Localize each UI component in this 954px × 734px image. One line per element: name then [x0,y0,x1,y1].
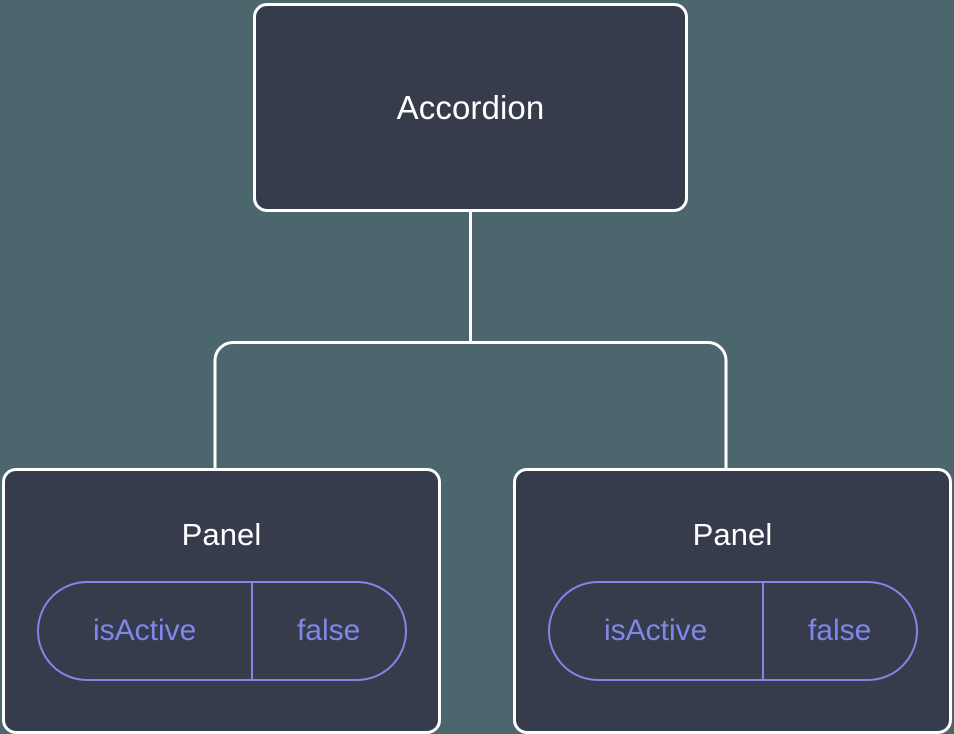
node-accordion-label: Accordion [396,89,545,126]
node-accordion[interactable]: Accordion [253,3,688,212]
connector-bus-to-right-panel [470,341,728,470]
state-value-panel-1: false [296,614,361,647]
connector-bus-to-left-panel [213,341,471,470]
state-value-panel-2: false [807,614,872,647]
node-panel-1[interactable]: Panel isActive false [2,468,441,734]
state-badge-panel-2[interactable]: isActive false [547,581,918,681]
state-badge-panel-1[interactable]: isActive false [36,581,407,681]
node-panel-2[interactable]: Panel isActive false [513,468,952,734]
node-panel-2-label: Panel [692,517,773,552]
state-key-panel-2: isActive [550,583,764,679]
state-key-panel-1: isActive [39,583,253,679]
node-panel-1-label: Panel [181,517,262,552]
